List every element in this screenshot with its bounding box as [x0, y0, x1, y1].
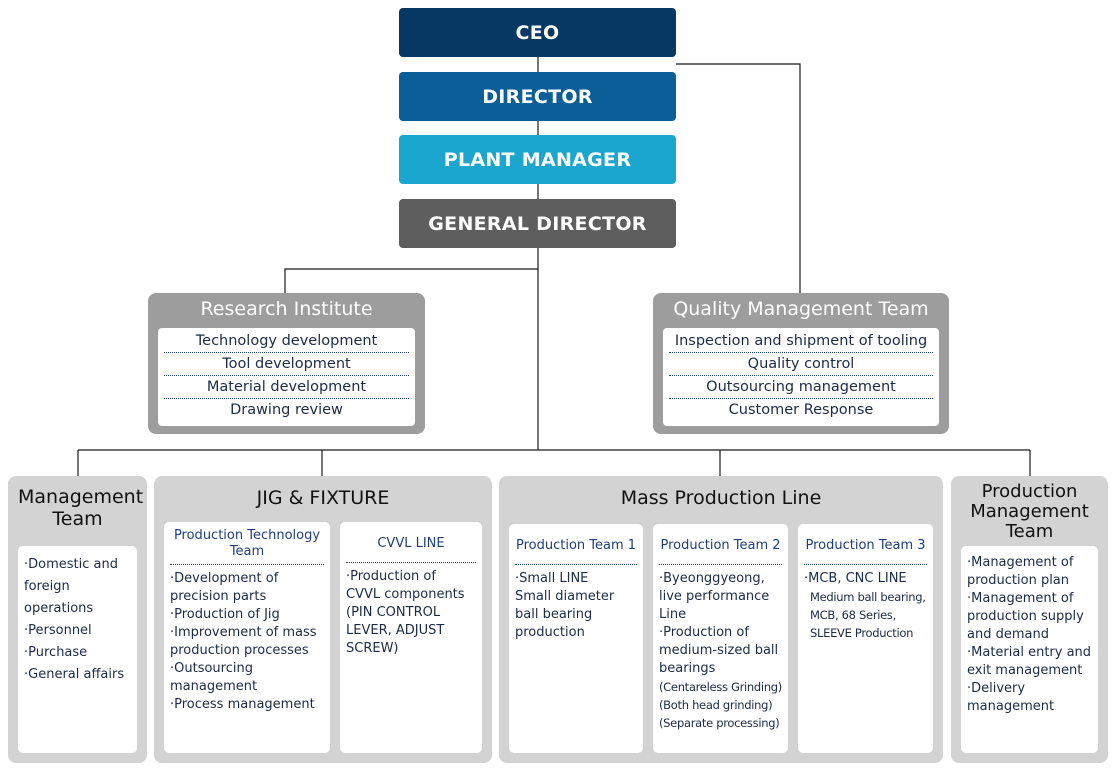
management-team-card: ·Domestic and foreign operations ·Person…: [18, 546, 137, 753]
research-institute-list: Technology development Tool development …: [158, 328, 415, 426]
quality-management-panel: Quality Management Team Inspection and s…: [653, 293, 949, 434]
production-team-3-card: Production Team 3 ·MCB, CNC LINE Medium …: [798, 524, 933, 753]
production-team-2-process: (Centareless Grinding): [659, 680, 782, 694]
production-technology-item: ·Development of precision parts: [170, 571, 279, 604]
management-item: ·Personnel: [24, 623, 92, 638]
jig-fixture-title: JIG & FIXTURE: [256, 487, 390, 509]
production-management-card: ·Management of production plan ·Manageme…: [961, 546, 1098, 753]
quality-item: Inspection and shipment of tooling: [669, 330, 933, 353]
production-team-3-detail: Medium ball bearing, MCB, 68 Series, SLE…: [810, 590, 926, 640]
ceo-box: CEO: [399, 8, 676, 57]
production-management-item: ·Material entry and exit management: [967, 645, 1092, 678]
research-item: Material development: [164, 376, 409, 399]
production-management-item: ·Management of production plan: [967, 555, 1074, 588]
research-item: Drawing review: [230, 402, 343, 418]
quality-item: Quality control: [669, 353, 933, 376]
cvvl-line-title: CVVL LINE: [346, 528, 476, 563]
production-technology-card: Production Technology Team ·Development …: [164, 522, 330, 753]
research-item: Tool development: [164, 353, 409, 376]
production-technology-title: Production Technology Team: [170, 528, 324, 565]
production-team-3-title: Production Team 3: [804, 530, 927, 565]
production-team-2-item: ·Byeonggyeong, live performance Line: [659, 571, 770, 622]
production-team-1-card: Production Team 1 ·Small LINE Small diam…: [509, 524, 643, 753]
production-management-title: Production Management Team: [970, 481, 1089, 542]
quality-management-title: Quality Management Team: [673, 298, 929, 320]
management-item: ·General affairs: [24, 667, 125, 682]
ceo-label: CEO: [515, 21, 560, 44]
production-management-panel: Production Management Team ·Management o…: [951, 476, 1108, 763]
quality-item: Outsourcing management: [669, 376, 933, 399]
production-team-2-title: Production Team 2: [659, 530, 782, 565]
production-team-2-item: ·Production of medium-sized ball bearing…: [659, 625, 779, 676]
production-team-3-item: ·MCB, CNC LINE: [804, 571, 907, 586]
production-technology-item: ·Outsourcing management: [170, 661, 258, 694]
production-management-item: ·Delivery management: [967, 681, 1055, 714]
plant-manager-label: PLANT MANAGER: [443, 148, 632, 171]
cvvl-line-card: CVVL LINE ·Production of CVVL components…: [340, 522, 482, 753]
production-management-item: ·Management of production supply and dem…: [967, 591, 1084, 642]
production-team-1-item: ·Small LINE Small diameter ball bearing …: [515, 571, 615, 640]
production-team-2-process: (Both head grinding): [659, 698, 773, 712]
mass-production-panel: Mass Production Line Production Team 1 ·…: [499, 476, 943, 763]
management-item: ·Purchase: [24, 645, 88, 660]
production-technology-item: ·Process management: [170, 697, 315, 712]
management-team-title: Management Team: [18, 486, 144, 530]
jig-fixture-panel: JIG & FIXTURE Production Technology Team…: [154, 476, 492, 763]
management-item: ·Domestic and foreign operations: [24, 557, 118, 616]
director-label: DIRECTOR: [482, 85, 593, 108]
research-institute-title: Research Institute: [200, 298, 373, 320]
general-director-label: GENERAL DIRECTOR: [428, 212, 647, 235]
production-technology-item: ·Production of Jig: [170, 607, 280, 622]
plant-manager-box: PLANT MANAGER: [399, 135, 676, 184]
production-team-1-title: Production Team 1: [515, 530, 637, 565]
quality-item: Customer Response: [728, 402, 874, 418]
management-team-panel: Management Team ·Domestic and foreign op…: [8, 476, 147, 763]
production-team-2-card: Production Team 2 ·Byeonggyeong, live pe…: [653, 524, 788, 753]
quality-management-list: Inspection and shipment of tooling Quali…: [663, 328, 939, 426]
cvvl-line-item: ·Production of CVVL components (PIN CONT…: [346, 569, 465, 656]
research-item: Technology development: [164, 330, 409, 353]
general-director-box: GENERAL DIRECTOR: [399, 199, 676, 248]
director-box: DIRECTOR: [399, 72, 676, 121]
production-technology-item: ·Improvement of mass production processe…: [170, 625, 317, 658]
mass-production-title: Mass Production Line: [620, 487, 822, 509]
production-team-2-process: (Separate processing): [659, 716, 780, 730]
research-institute-panel: Research Institute Technology developmen…: [148, 293, 425, 434]
